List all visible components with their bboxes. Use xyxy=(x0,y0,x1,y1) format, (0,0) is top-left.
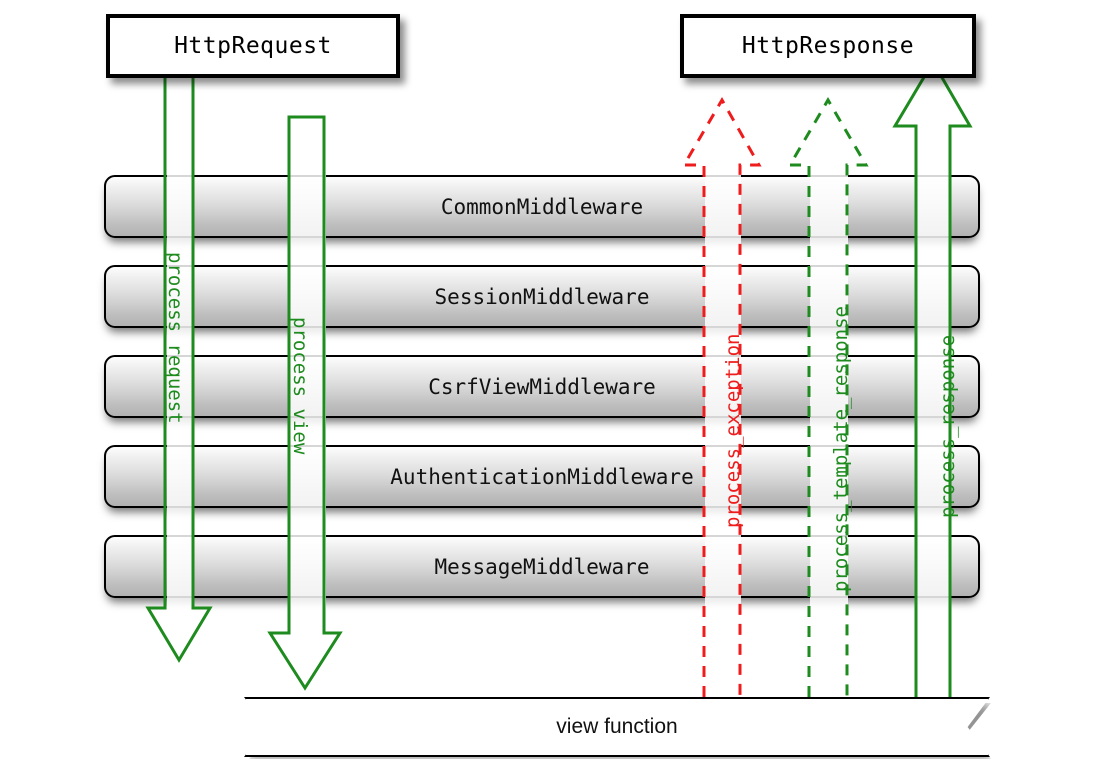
middleware-label: AuthenticationMiddleware xyxy=(390,464,694,489)
hook-label-process-view: process_view xyxy=(289,317,311,455)
middleware-label: MessageMiddleware xyxy=(434,554,650,579)
hook-label-process-template-response: process_template_response xyxy=(830,306,852,592)
hook-label-process-exception: process_exception xyxy=(722,333,744,528)
node-http-response: HttpResponse xyxy=(680,14,976,78)
hook-label-process-request: process_request xyxy=(164,252,186,424)
middleware-label: CommonMiddleware xyxy=(440,194,644,219)
view-function-label: view function xyxy=(556,715,678,738)
node-http-request: HttpRequest xyxy=(106,14,400,78)
node-label: HttpResponse xyxy=(741,33,915,59)
node-label: HttpRequest xyxy=(174,33,332,59)
node-view-function: view function xyxy=(244,697,990,757)
middleware-bar-common: CommonMiddleware xyxy=(104,175,980,238)
hook-label-process-response: process_response xyxy=(937,334,959,518)
middleware-label: CsrfViewMiddleware xyxy=(428,374,656,399)
middleware-label: SessionMiddleware xyxy=(434,284,650,309)
